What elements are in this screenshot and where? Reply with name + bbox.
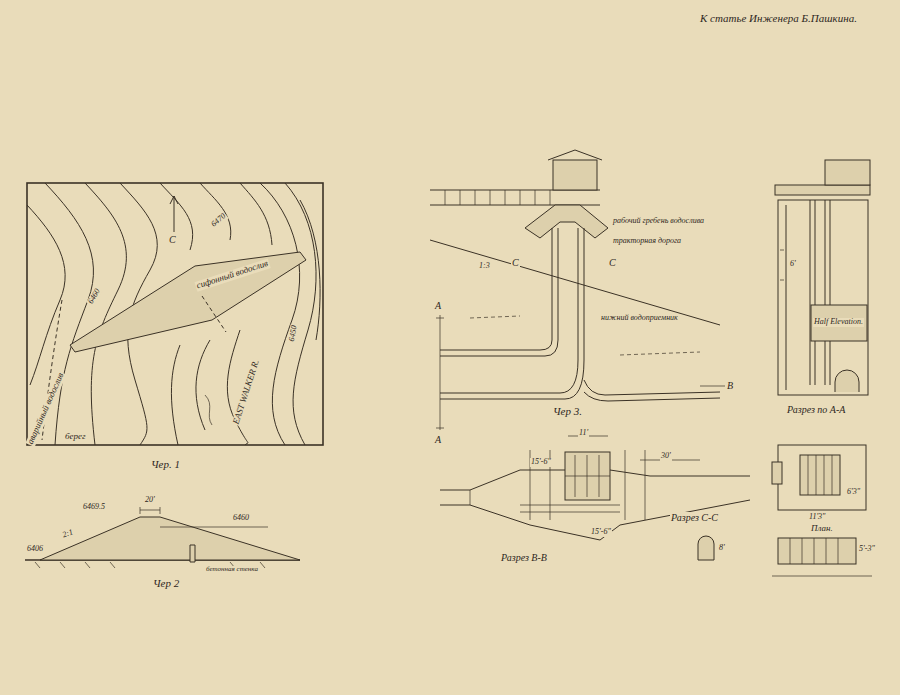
drawing-label: 11' xyxy=(578,429,589,438)
drawing-line xyxy=(430,240,720,325)
drawing-line xyxy=(584,380,720,401)
drawing-line xyxy=(445,190,550,205)
drawing-line xyxy=(285,183,316,445)
drawing-label: 6450 xyxy=(288,324,300,343)
drawing-line xyxy=(772,576,872,577)
drawing-label: B xyxy=(726,380,734,391)
drawing-line xyxy=(440,340,558,356)
drawing-line xyxy=(196,340,210,430)
drawing-label: Чер 3. xyxy=(552,405,583,417)
drawing-line xyxy=(27,205,65,385)
drawing-label: 6460 xyxy=(232,514,250,523)
drawing-label: 20' xyxy=(144,496,156,505)
drawing-line xyxy=(825,160,870,185)
drawing-line xyxy=(430,190,600,205)
drawing-label: Разрез В-В xyxy=(500,552,548,563)
drawing-label: А xyxy=(434,300,442,311)
drawing-label: 6'3" xyxy=(846,488,861,497)
drawing-label: С xyxy=(511,257,520,268)
sheet-title: К статье Инженера Б.Пашкина. xyxy=(700,12,857,24)
drawing-label: Half Elevation. xyxy=(813,318,864,327)
drawing-line xyxy=(300,200,320,340)
drawing-line xyxy=(835,370,859,392)
drawing-label: 6460 xyxy=(86,287,103,307)
drawing-line xyxy=(565,452,610,500)
drawing-label: 1:3 xyxy=(478,262,491,271)
drawing-label: А xyxy=(434,434,442,445)
drawing-line xyxy=(778,538,856,564)
drawing-line xyxy=(200,183,231,240)
drawing-line xyxy=(240,183,272,245)
drawing-line xyxy=(811,305,867,341)
drawing-line xyxy=(436,315,444,430)
drawing-line xyxy=(440,500,750,540)
drawing-line xyxy=(790,538,838,564)
drawing-line xyxy=(700,386,725,387)
drawing-line xyxy=(775,185,870,195)
drawing-label: 5'-3" xyxy=(858,545,876,554)
drawing-label: 6' xyxy=(789,260,797,269)
drawing-line xyxy=(800,455,840,495)
drawing-line xyxy=(440,360,584,399)
drawing-label: рабочий гребень водослива xyxy=(612,217,705,226)
drawing-line xyxy=(70,252,306,352)
drawing-line xyxy=(140,507,160,514)
drawing-line xyxy=(780,250,784,280)
drawing-line xyxy=(553,160,597,190)
drawing-line xyxy=(190,545,195,562)
drawing-line xyxy=(27,183,323,445)
drawing-line xyxy=(808,455,832,495)
drawing-line xyxy=(202,296,226,332)
drawing-label: С xyxy=(168,234,177,245)
drawing-line xyxy=(786,200,830,390)
drawing-label: 6469.5 xyxy=(82,503,106,512)
drawing-label: 2:1 xyxy=(60,528,75,541)
drawing-line xyxy=(205,395,212,425)
drawing-label: тракторная дорога xyxy=(612,237,682,246)
drawing-line xyxy=(568,436,700,460)
drawing-line xyxy=(160,527,268,528)
drawing-line xyxy=(772,462,782,484)
drawing-label: EAST WALKER R. xyxy=(231,358,262,427)
drawing-label: 15'-6" xyxy=(530,458,552,467)
drawing-line xyxy=(530,450,645,520)
drawing-label: Чер 2 xyxy=(152,577,180,589)
drawing-label: бетонная стенка xyxy=(205,566,259,574)
drawing-label: берег xyxy=(64,432,87,442)
drawing-label: 6470 xyxy=(209,211,228,229)
drawing-label: 8' xyxy=(718,544,726,553)
drawing-line xyxy=(698,536,714,560)
drawing-label: 15'-6" xyxy=(590,528,612,537)
drawing-line xyxy=(170,196,178,232)
drawing-line xyxy=(552,228,584,360)
drawing-line xyxy=(27,183,320,445)
drawing-line xyxy=(778,200,868,395)
drawing-label: Разрез С-С xyxy=(670,512,719,523)
drawing-label: Разрез по А-А xyxy=(786,404,846,415)
drawing-label: нижний водоприемник xyxy=(600,314,679,323)
drawing-line xyxy=(525,205,608,238)
drawing-line xyxy=(565,455,610,497)
drawing-label: 30' xyxy=(660,452,672,461)
drawing-label: Чер. 1 xyxy=(150,458,181,470)
drawing-line xyxy=(40,517,300,560)
drawing-line xyxy=(160,183,193,250)
drawing-line xyxy=(778,445,866,510)
drawing-label: План. xyxy=(810,524,834,534)
drawing-line xyxy=(548,150,602,160)
drawing-label: 11'3" xyxy=(808,513,826,522)
drawing-label: 6406 xyxy=(26,545,44,554)
drawing-label: С xyxy=(608,257,617,268)
drawing-line xyxy=(171,345,180,445)
